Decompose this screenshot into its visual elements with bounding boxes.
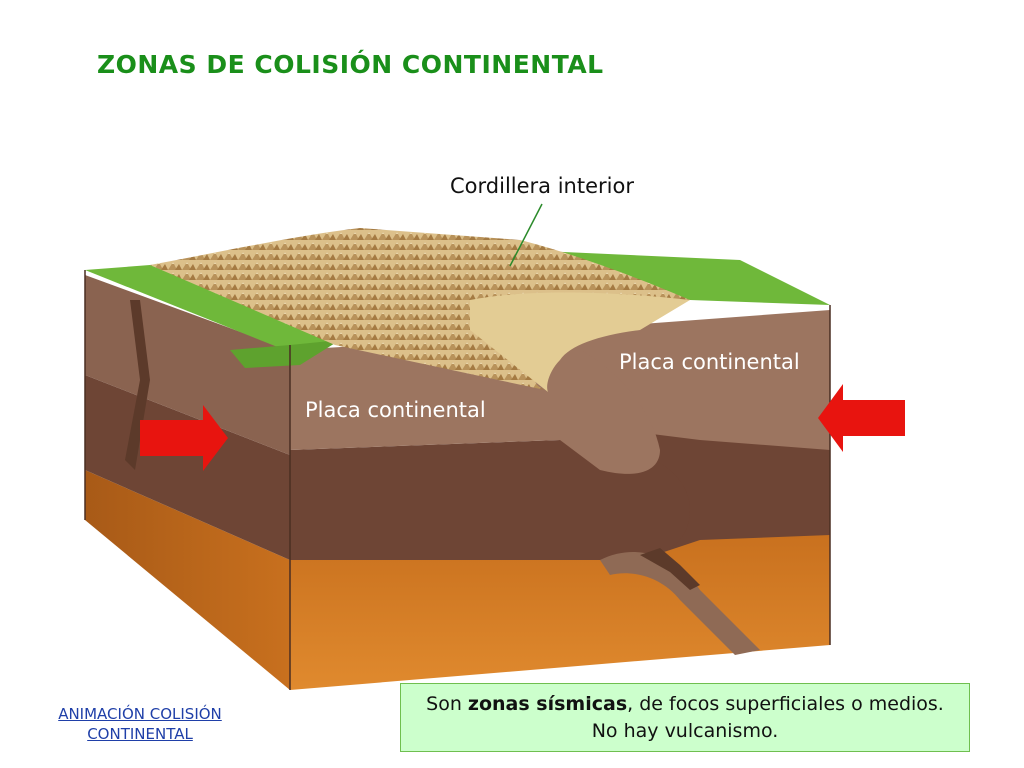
info-line2: No hay vulcanismo.: [591, 720, 779, 742]
info-box: Son zonas sísmicas, de focos superficial…: [400, 683, 970, 752]
left-plate-dark-crust: [290, 440, 690, 560]
surface-green-left-2: [230, 340, 340, 368]
label-cordillera-interior: Cordillera interior: [450, 174, 634, 198]
slide-title: ZONAS DE COLISIÓN CONTINENTAL: [97, 50, 604, 79]
animation-link-line2[interactable]: CONTINENTAL: [87, 725, 193, 743]
subducting-slab: [600, 551, 760, 655]
front-face-mantle: [290, 530, 830, 690]
left-plate-light-crust: [290, 335, 660, 474]
arrow-right-icon: [140, 405, 228, 471]
info-prefix: Son: [426, 693, 468, 715]
fault-line: [125, 300, 150, 470]
surface-green-left: [85, 265, 335, 352]
slab-edge: [640, 548, 700, 590]
info-suffix: , de focos superficiales o medios.: [627, 693, 944, 715]
cordillera-leader: [509, 203, 543, 267]
left-face-mantle: [85, 470, 290, 690]
label-placa-continental-left: Placa continental: [305, 398, 486, 422]
label-placa-continental-right: Placa continental: [619, 350, 800, 374]
animation-link-line1[interactable]: ANIMACIÓN COLISIÓN: [58, 705, 222, 723]
arrow-left-icon: [818, 384, 905, 452]
surface-green-right: [520, 250, 830, 305]
mountain-range: [150, 228, 690, 390]
alluvial-fan: [470, 292, 690, 392]
info-bold: zonas sísmicas: [467, 693, 628, 715]
info-line1: Son zonas sísmicas, de focos superficial…: [401, 691, 969, 718]
animation-link[interactable]: ANIMACIÓN COLISIÓN CONTINENTAL: [30, 704, 250, 744]
